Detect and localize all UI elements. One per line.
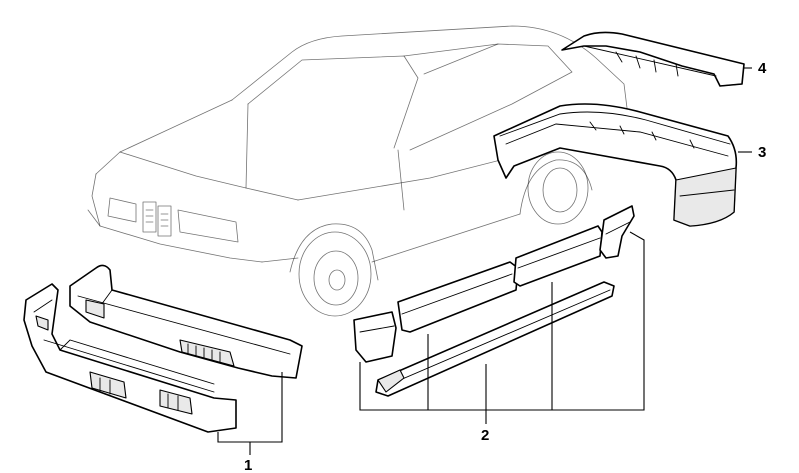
rear-bumper <box>493 103 738 227</box>
side-trim-set <box>353 205 635 397</box>
front-bumper-set <box>23 264 303 433</box>
front-spoiler <box>23 283 237 433</box>
front-flap-panel <box>353 311 397 363</box>
front-bumper <box>69 264 303 379</box>
callout-1: 1 <box>244 457 252 473</box>
callout-4: 4 <box>758 60 767 77</box>
callout-3: 3 <box>758 144 766 161</box>
rear-door-panel <box>513 225 603 287</box>
rear-flap-panel <box>599 205 635 259</box>
leader-lines <box>217 67 752 455</box>
front-door-panel <box>397 261 519 333</box>
callout-2: 2 <box>481 427 489 444</box>
rear-spoiler <box>561 31 745 87</box>
